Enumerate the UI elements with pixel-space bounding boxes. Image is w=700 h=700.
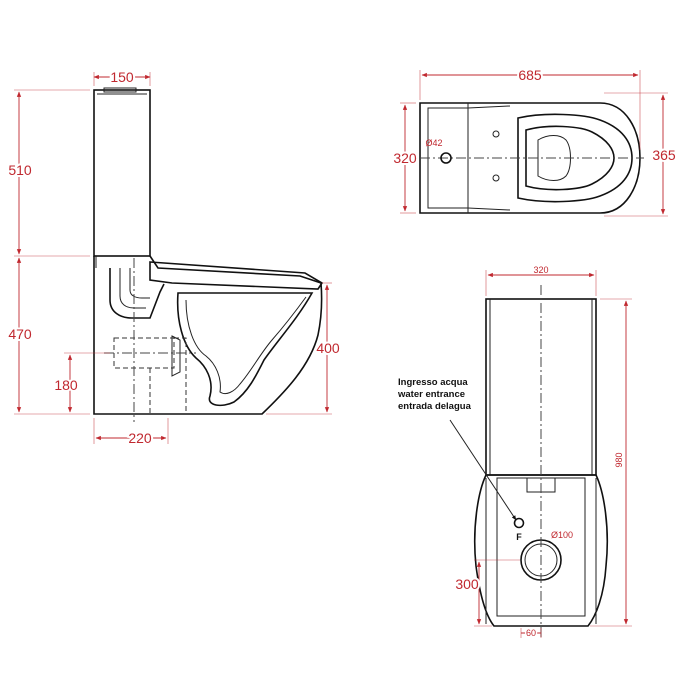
dim-tank-depth: 150: [110, 69, 134, 85]
back-view: F Ø100 Ingresso acqua water entrance ent…: [397, 265, 632, 640]
dim-rim-height: 400: [316, 340, 340, 356]
dim-offset: 60: [526, 628, 536, 638]
dim-back-width: 320: [533, 265, 548, 275]
side-tank-lid: [103, 87, 137, 93]
dim-inlet-height: 180: [54, 377, 78, 393]
top-tank-hole: [440, 152, 452, 164]
back-inlet-hole: [513, 517, 525, 529]
note-line-en: water entrance: [397, 389, 465, 400]
inlet-mark: F: [516, 532, 522, 542]
side-bowl-outline: [93, 255, 323, 415]
dim-length: 685: [518, 67, 542, 83]
dim-total-height: 980: [614, 452, 624, 467]
dim-outlet-diameter: Ø100: [551, 530, 573, 540]
dim-bowl-width: 365: [652, 147, 676, 163]
dim-outlet-offset: 220: [128, 430, 152, 446]
side-trapway: [109, 268, 165, 319]
note-line-es: entrada delagua: [398, 401, 472, 412]
back-bowl-outline: [473, 474, 609, 627]
dim-tank-width: 320: [393, 150, 417, 166]
note-line-it: Ingresso acqua: [398, 377, 468, 388]
side-bowl-interior: [176, 292, 314, 407]
note-leader: [449, 419, 517, 521]
side-tank-outline: [93, 89, 151, 257]
dim-tank-height: 510: [8, 162, 32, 178]
side-view: 150 510 470 180 220 400: [6, 67, 342, 448]
side-seat: [149, 261, 324, 290]
dim-bowl-height: 470: [8, 326, 32, 342]
dim-outlet-height: 300: [455, 576, 479, 592]
top-view: Ø42 685 320 365: [391, 65, 678, 217]
dim-tank-hole: Ø42: [425, 138, 442, 148]
